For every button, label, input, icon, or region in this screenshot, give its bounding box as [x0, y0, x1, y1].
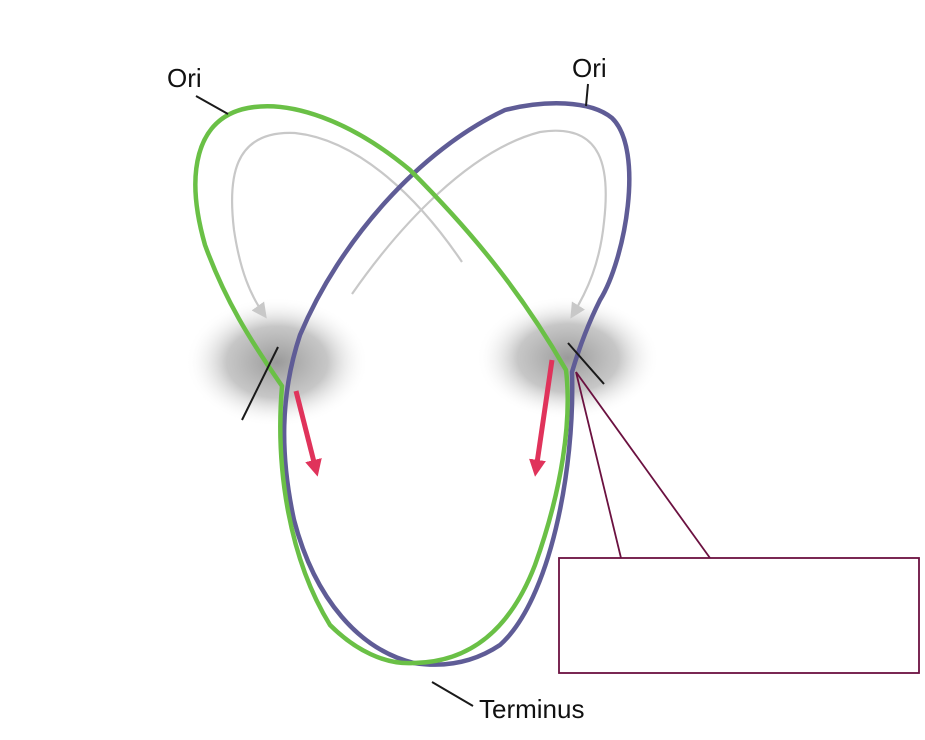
ori-left-leader-line: [195, 95, 229, 115]
chromosome-strand-green: [193, 104, 570, 666]
ori-right-leader-line: [585, 83, 589, 107]
right-gray-loop-arrow: [351, 129, 607, 319]
left-replication-arrow: [293, 390, 322, 477]
callout-connector-right: [575, 371, 711, 559]
right-site-leader-line: [567, 342, 605, 385]
ori-right-label: Ori: [572, 53, 607, 83]
terminus-leader-line: [431, 681, 474, 707]
chromosome-strand-purple: [281, 101, 632, 667]
left-replication-zone: [185, 297, 369, 427]
callout-box: [558, 557, 920, 674]
left-gray-loop-arrow: [230, 131, 463, 319]
right-replication-zone: [476, 296, 660, 420]
terminus-label: Terminus: [479, 694, 584, 724]
ori-left-label: Ori: [167, 63, 202, 93]
right-replication-arrow: [529, 359, 555, 477]
left-site-leader-line: [241, 346, 279, 421]
callout-connector-left: [575, 371, 622, 559]
